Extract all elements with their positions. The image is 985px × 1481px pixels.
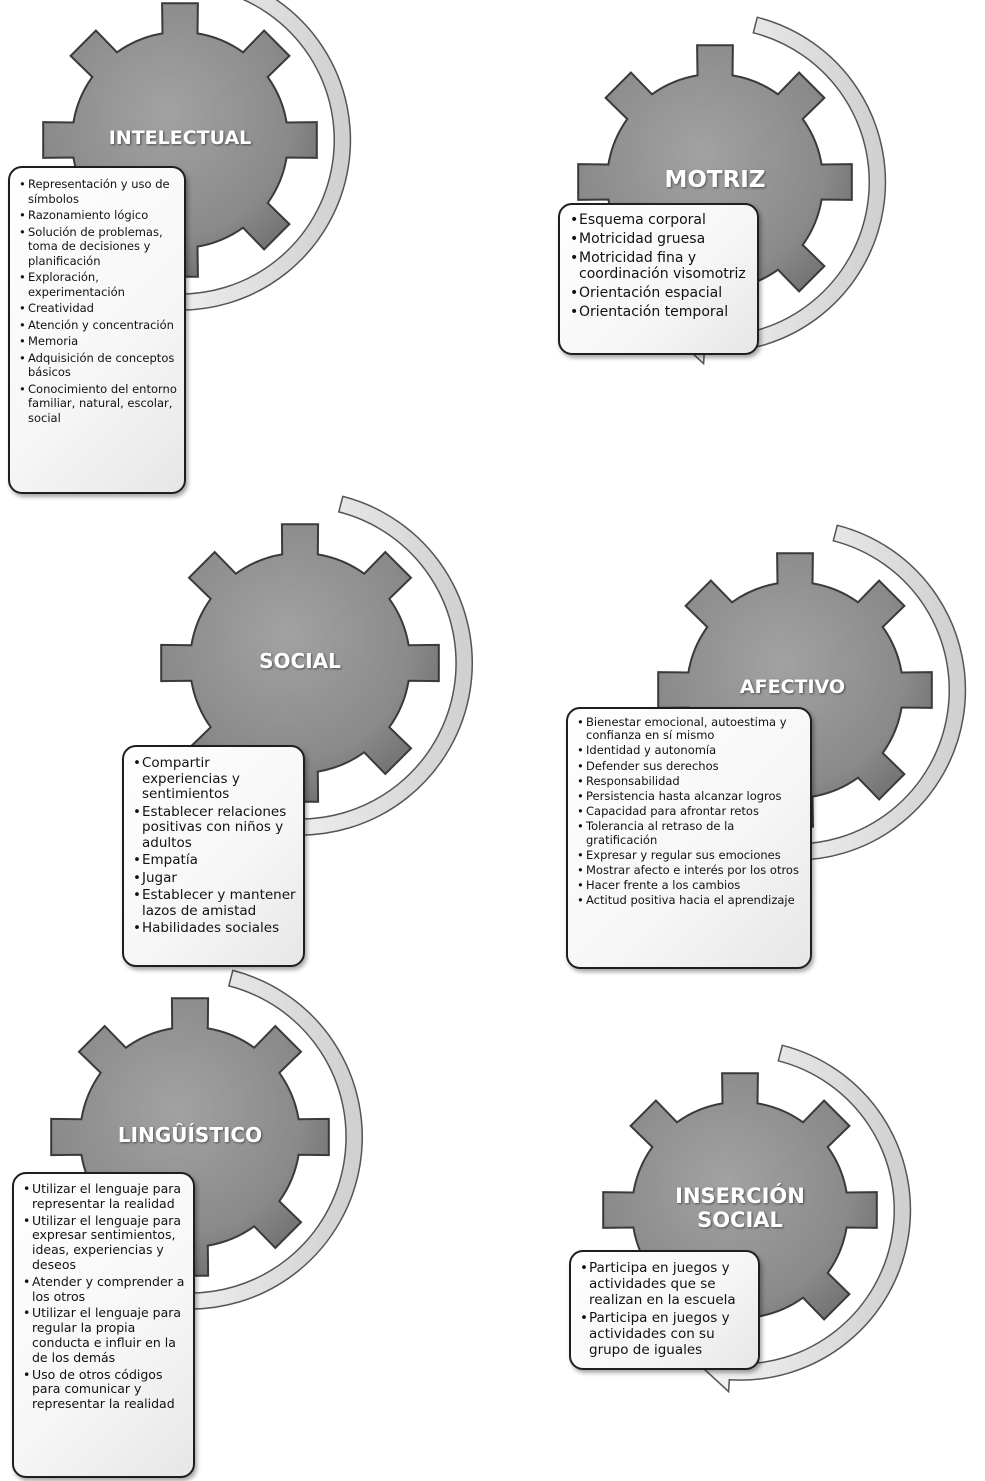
list-item: Utilizar el lenguaje para expresar senti…	[23, 1213, 187, 1273]
list-item: Utilizar el lenguaje para regular la pro…	[23, 1305, 187, 1365]
afectivo-list: Bienestar emocional, autoestima y confia…	[577, 715, 805, 908]
intelectual-list-box: Representación y uso de símbolos Razonam…	[8, 166, 186, 494]
list-item: Creatividad	[19, 301, 178, 316]
social-list: Compartir experiencias y sentimientos Es…	[133, 755, 297, 937]
list-item: Tolerancia al retraso de la gratificació…	[577, 820, 805, 847]
linguistico-list: Utilizar el lenguaje para representar la…	[23, 1181, 187, 1412]
list-item: Expresar y regular sus emociones	[577, 848, 805, 862]
list-item: Motricidad gruesa	[570, 231, 751, 247]
list-item: Solución de problemas, toma de decisione…	[19, 225, 178, 269]
list-item: Empatía	[133, 852, 297, 869]
title-afectivo: AFECTIVO	[739, 676, 846, 698]
list-item: Jugar	[133, 870, 297, 887]
title-motriz: MOTRIZ	[664, 167, 766, 193]
title-intelectual: INTELECTUAL	[108, 127, 252, 149]
intelectual-list: Representación y uso de símbolos Razonam…	[19, 177, 178, 425]
list-item: Mostrar afecto e interés por los otros	[577, 863, 805, 877]
linguistico-list-box: Utilizar el lenguaje para representar la…	[12, 1172, 195, 1478]
list-item: Participa en juegos y actividades que se…	[580, 1260, 752, 1308]
list-item: Bienestar emocional, autoestima y confia…	[577, 715, 805, 742]
list-item: Adquisición de conceptos básicos	[19, 351, 178, 380]
list-item: Establecer relaciones positivas con niño…	[133, 804, 297, 852]
list-item: Defender sus derechos	[577, 759, 805, 773]
list-item: Atención y concentración	[19, 318, 178, 333]
motriz-list-box: Esquema corporal Motricidad gruesa Motri…	[558, 203, 759, 355]
list-item: Establecer y mantener lazos de amistad	[133, 887, 297, 919]
list-item: Habilidades sociales	[133, 920, 297, 937]
title-social: SOCIAL	[259, 649, 341, 673]
afectivo-list-box: Bienestar emocional, autoestima y confia…	[566, 707, 812, 969]
list-item: Razonamiento lógico	[19, 208, 178, 223]
list-item: Compartir experiencias y sentimientos	[133, 755, 297, 803]
social-gear	[160, 523, 440, 803]
list-item: Memoria	[19, 334, 178, 349]
list-item: Orientación temporal	[570, 304, 751, 320]
insercion-list: Participa en juegos y actividades que se…	[580, 1260, 752, 1358]
social-list-box: Compartir experiencias y sentimientos Es…	[122, 745, 305, 967]
list-item: Responsabilidad	[577, 774, 805, 788]
motriz-list: Esquema corporal Motricidad gruesa Motri…	[570, 212, 751, 320]
list-item: Orientación espacial	[570, 285, 751, 301]
list-item: Exploración, experimentación	[19, 270, 178, 299]
list-item: Capacidad para afrontar retos	[577, 805, 805, 819]
title-insercion-line2: SOCIAL	[697, 1208, 783, 1233]
list-item: Representación y uso de símbolos	[19, 177, 178, 206]
list-item: Conocimiento del entorno familiar, natur…	[19, 382, 178, 426]
list-item: Persistencia hasta alcanzar logros	[577, 789, 805, 803]
list-item: Hacer frente a los cambios	[577, 879, 805, 893]
list-item: Uso de otros códigos para comunicar y re…	[23, 1367, 187, 1412]
title-linguistico: LINGÛÍSTICO	[117, 1123, 263, 1147]
list-item: Utilizar el lenguaje para representar la…	[23, 1181, 187, 1212]
insercion-list-box: Participa en juegos y actividades que se…	[569, 1250, 760, 1370]
title-insercion-line1: INSERCIÓN	[675, 1184, 805, 1208]
list-item: Participa en juegos y actividades con su…	[580, 1310, 752, 1358]
list-item: Atender y comprender a los otros	[23, 1274, 187, 1305]
list-item: Motricidad fina y coordinación visomotri…	[570, 250, 751, 282]
list-item: Actitud positiva hacia el aprendizaje	[577, 894, 805, 908]
title-insercion-social: INSERCIÓN SOCIAL	[670, 1184, 810, 1232]
list-item: Identidad y autonomía	[577, 744, 805, 758]
list-item: Esquema corporal	[570, 212, 751, 228]
